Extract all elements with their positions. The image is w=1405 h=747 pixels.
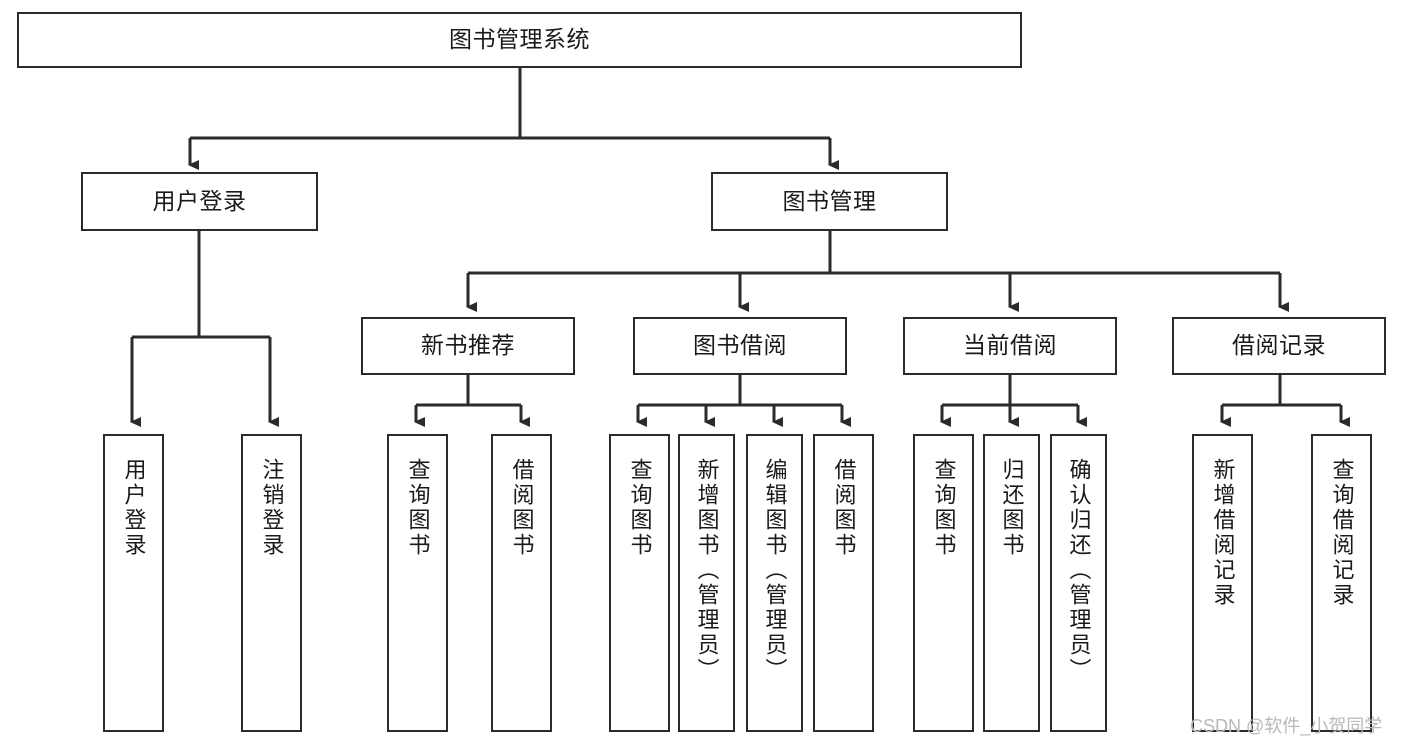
node-leaf-borrow-book[interactable]: 借阅图书: [813, 434, 874, 732]
node-leaf-query-borrow-record[interactable]: 查询借阅记录: [1311, 434, 1372, 732]
node-label: 借阅图书: [509, 458, 535, 558]
node-label: 图书借阅: [693, 332, 787, 359]
node-leaf-user-login[interactable]: 用户登录: [103, 434, 164, 732]
node-leaf-query-book-recommend[interactable]: 查询图书: [387, 434, 448, 732]
node-label: 用户登录: [121, 458, 147, 558]
node-leaf-edit-book-admin[interactable]: 编辑图书（管理员）: [746, 434, 803, 732]
node-label: 新增图书（管理员）: [694, 458, 720, 683]
node-label: 查询图书: [405, 458, 431, 558]
node-current-borrow[interactable]: 当前借阅: [903, 317, 1117, 375]
node-leaf-return-book[interactable]: 归还图书: [983, 434, 1040, 732]
node-new-book-recommend[interactable]: 新书推荐: [361, 317, 575, 375]
node-label: 查询图书: [931, 458, 957, 558]
node-leaf-borrow-book-recommend[interactable]: 借阅图书: [491, 434, 552, 732]
node-label: 新增借阅记录: [1210, 458, 1236, 608]
node-book-management[interactable]: 图书管理: [711, 172, 948, 231]
node-leaf-add-book-admin[interactable]: 新增图书（管理员）: [678, 434, 735, 732]
node-label: 借阅记录: [1232, 332, 1326, 359]
node-leaf-query-book-current[interactable]: 查询图书: [913, 434, 974, 732]
node-leaf-confirm-return-admin[interactable]: 确认归还（管理员）: [1050, 434, 1107, 732]
csdn-watermark: CSDN @软件_小贺同学: [1190, 716, 1383, 736]
node-label: 归还图书: [999, 458, 1025, 558]
node-label: 图书管理: [782, 187, 877, 214]
node-leaf-add-borrow-record[interactable]: 新增借阅记录: [1192, 434, 1253, 732]
node-book-borrow[interactable]: 图书借阅: [633, 317, 847, 375]
node-leaf-query-book-borrow[interactable]: 查询图书: [609, 434, 670, 732]
node-label: 查询图书: [627, 458, 653, 558]
node-user-login[interactable]: 用户登录: [81, 172, 318, 231]
node-label: 用户登录: [152, 187, 247, 214]
node-root-book-management-system[interactable]: 图书管理系统: [17, 12, 1022, 68]
node-label: 借阅图书: [831, 458, 857, 558]
node-label: 新书推荐: [421, 332, 515, 359]
node-label: 确认归还（管理员）: [1066, 458, 1092, 683]
node-label: 图书管理系统: [449, 26, 590, 53]
node-borrow-record[interactable]: 借阅记录: [1172, 317, 1386, 375]
node-label: 查询借阅记录: [1329, 458, 1355, 608]
node-leaf-logout-login[interactable]: 注销登录: [241, 434, 302, 732]
node-label: 当前借阅: [963, 332, 1057, 359]
node-label: 注销登录: [259, 458, 285, 558]
node-label: 编辑图书（管理员）: [762, 458, 788, 683]
